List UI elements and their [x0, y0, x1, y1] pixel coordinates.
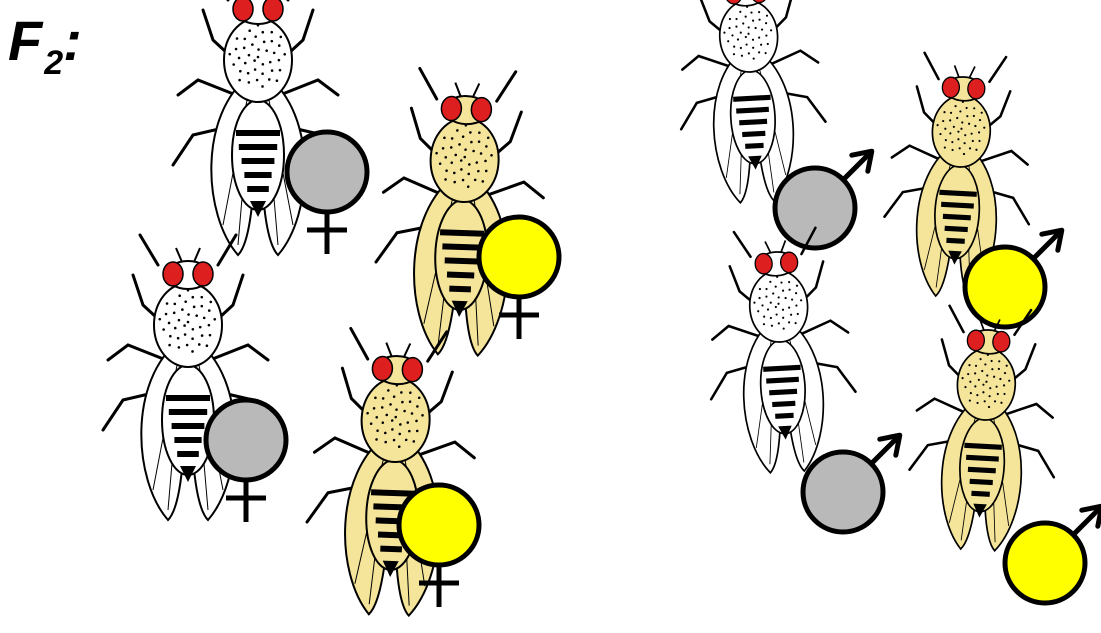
male-fly-gray [703, 226, 860, 475]
male-fly-yellow [906, 304, 1063, 553]
male-symbol-yellow [1005, 506, 1101, 603]
female-symbol-gray [287, 132, 367, 254]
male-symbol-gray [803, 435, 900, 532]
female-fly-gray [173, 0, 343, 255]
female-fly-yellow [304, 327, 484, 618]
